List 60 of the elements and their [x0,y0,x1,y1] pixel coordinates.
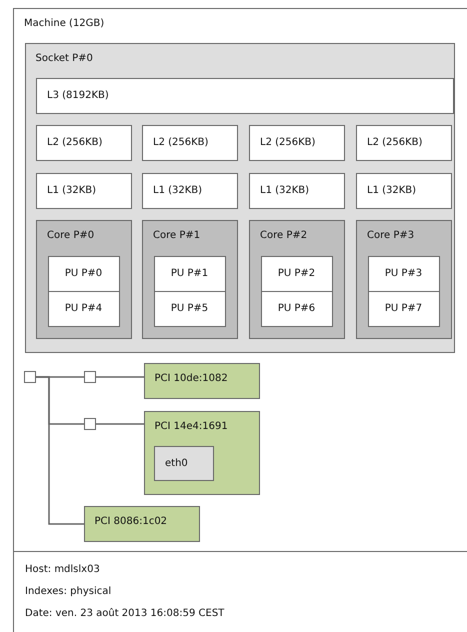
connector-line [96,376,144,378]
node-label: PU P#4 [64,302,102,314]
node-label: L1 (32KB) [153,185,202,197]
node-label: PU P#1 [170,268,208,280]
node-label: PU P#7 [384,302,422,314]
node-label: PCI 10de:1082 [154,372,228,384]
node-label: L2 (256KB) [153,137,208,149]
node-label: eth0 [165,458,188,470]
pci-device-box [144,410,260,494]
cache-box [36,125,132,161]
cache-box [36,173,132,209]
node-label: PU P#0 [64,268,102,280]
processing-unit-box [48,290,120,326]
node-label: L1 (32KB) [47,185,96,197]
cache-box [142,125,238,161]
node-label: PU P#5 [170,302,208,314]
core-box [36,220,132,339]
node-label: Core P#3 [367,230,414,242]
core-box [356,220,452,339]
node-label: Socket P#0 [36,52,93,64]
connector-line [96,423,144,425]
node-label: L1 (32KB) [260,185,310,197]
node-label: PU P#3 [384,268,422,280]
cache-box [142,173,238,209]
processing-unit-box [260,290,332,326]
node-label: L2 (256KB) [47,137,102,149]
node-label: L1 (32KB) [367,185,416,197]
processing-unit-box [48,256,120,292]
processing-unit-box [260,256,332,292]
processing-unit-box [154,290,226,326]
pci-device-box [144,362,260,398]
network-device-box [154,446,214,481]
node-label: PU P#6 [278,302,316,314]
node-label: Machine (12GB) [24,18,104,30]
legend-text: Indexes: physical [25,586,112,598]
node-label: Core P#1 [153,230,200,242]
node-label: L2 (256KB) [367,137,422,149]
processing-unit-box [368,256,440,292]
legend-text: Date: ven. 23 août 2013 16:08:59 CEST [25,608,224,620]
cache-box [36,78,454,114]
node-label: PU P#2 [278,268,316,280]
node-label: L2 (256KB) [260,137,316,149]
node-label: Core P#2 [260,230,308,242]
cache-box [356,125,452,161]
cache-box [249,125,345,161]
node-label: PCI 14e4:1691 [154,420,228,432]
cache-box [356,173,452,209]
connector-line [36,376,84,525]
cache-box [249,173,345,209]
node-label: Core P#0 [47,230,94,242]
machine-box [13,8,467,552]
node-label: L3 (8192KB) [47,90,109,102]
processing-unit-box [154,256,226,292]
node-label: PCI 8086:1c02 [94,516,168,528]
processing-unit-box [368,290,440,326]
core-box [142,220,238,339]
core-box [249,220,345,339]
pci-device-box [84,506,200,542]
legend-text: Host: mdlslx03 [25,564,100,576]
socket-box [24,42,454,352]
